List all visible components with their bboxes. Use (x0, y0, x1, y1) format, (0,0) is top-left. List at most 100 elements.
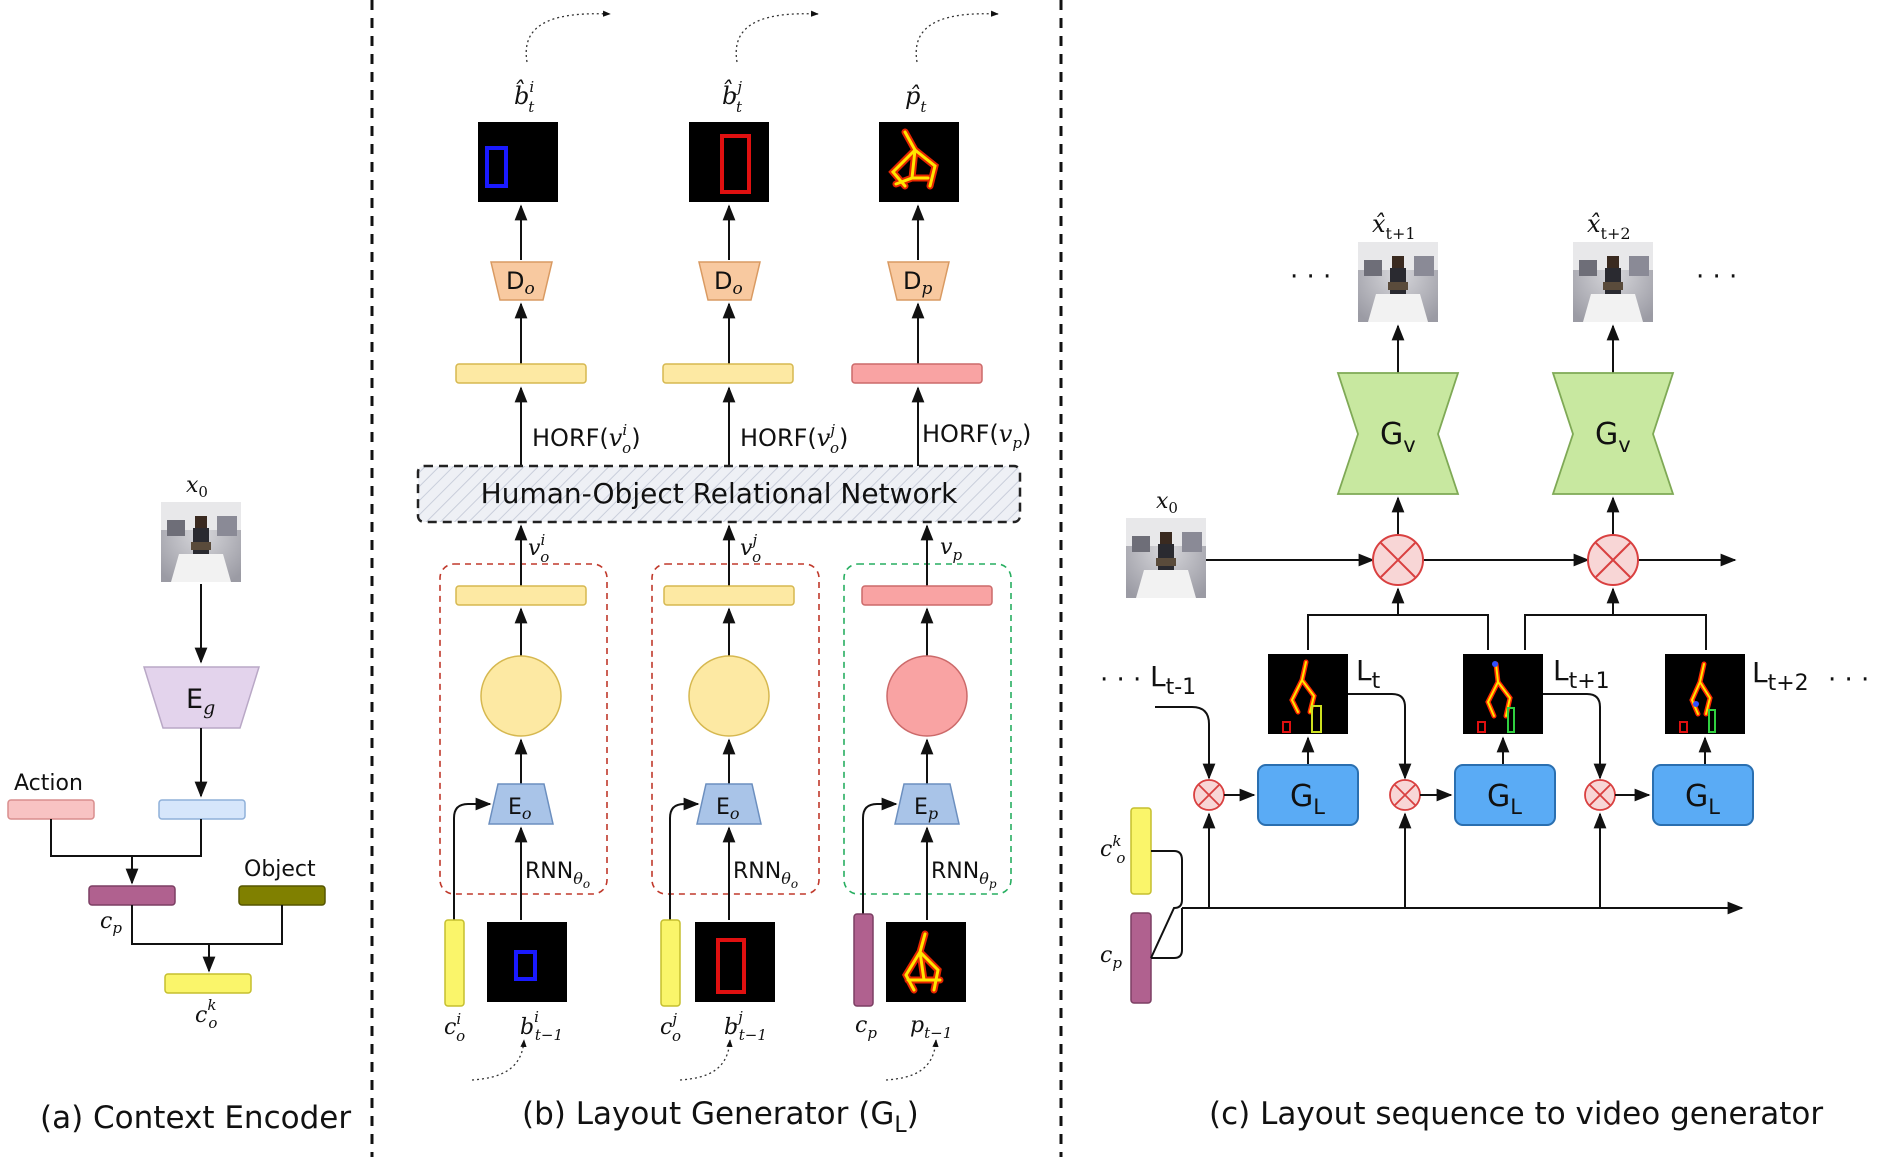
layout-label-lt1: Lt+1 (1553, 654, 1610, 694)
horf-feature-bar-j (662, 363, 794, 384)
caption-a: (a) Context Encoder (40, 1100, 351, 1136)
output-frame-xt1 (1358, 242, 1438, 322)
decoder-label-j: Do (714, 267, 743, 299)
encoder-ep (894, 783, 960, 825)
feature-bar-vp (861, 585, 993, 606)
decoder-do-j (698, 261, 761, 301)
output-frame-xt2 (1573, 242, 1653, 322)
decoder-label-i: Do (506, 267, 535, 299)
feature-bar-voi (455, 585, 587, 606)
layout-generator-gl-1 (1257, 764, 1359, 826)
human-object-relational-network (416, 464, 1022, 524)
global-encoder-eg (142, 666, 261, 729)
layout-label-lt: Lt (1356, 654, 1381, 694)
encoder-eo-i (488, 783, 554, 825)
combine-node-1 (1372, 534, 1424, 586)
action-bar (7, 799, 95, 820)
caption-c: (c) Layout sequence to video generator (1209, 1096, 1823, 1132)
input-frame-x0 (1126, 518, 1206, 598)
ellipsis-right-mid: · · · (1828, 665, 1869, 695)
generator-column-pose: p̂t Dp HORF(vp) (851, 82, 1031, 466)
gv-label-1: Gv (1380, 417, 1416, 457)
combine-node-2 (1587, 534, 1639, 586)
rnn-label-j: RNNθo (733, 859, 798, 891)
lower-column-p: vp Ep RNNθp cp pt−1 (853, 524, 997, 1042)
context-bar-cok (1130, 807, 1152, 895)
decoder-do-i (490, 261, 553, 301)
video-generator-gv-1 (1336, 372, 1460, 495)
global-feature-bar (158, 799, 246, 820)
input-frame-image (161, 502, 241, 582)
prev-label-pt: pt−1 (910, 1013, 952, 1042)
rnn-state-p (886, 655, 968, 737)
cp-label-c: cp (1100, 943, 1122, 972)
layout-frame-lt1 (1463, 654, 1543, 734)
object-bar (238, 885, 326, 906)
output-layout-bi (478, 122, 558, 202)
decoder-label-p: Dp (903, 267, 932, 299)
rnn-label-p: RNNθp (931, 859, 997, 891)
layout-generator-gl-2 (1454, 764, 1556, 826)
rnn-label-i: RNNθo (525, 859, 590, 891)
ctx-label-cp: cp (855, 1013, 877, 1042)
video-generator-panel: x̂t+1 x̂t+2 · · · · · · Gv Gv x0 (1100, 210, 1869, 1132)
small-combine-node-2 (1389, 779, 1421, 811)
encoder-label-p: Ep (914, 795, 938, 823)
output-label-pt: p̂t (905, 82, 927, 116)
context-bar-coi (444, 919, 465, 1007)
cp-label: cp (100, 909, 122, 937)
layout-frame-lt2 (1665, 654, 1745, 734)
video-generator-gv-2 (1551, 372, 1675, 495)
context-bar-coj (660, 919, 681, 1007)
rnn-state-j (688, 655, 770, 737)
cok-bar (164, 973, 252, 994)
encoder-eo-j (696, 783, 762, 825)
input-label-x0: x0 (1156, 489, 1178, 517)
encoder-label-i: Eo (508, 795, 532, 823)
object-label: Object (244, 857, 316, 882)
layout-generator-gl-3 (1652, 764, 1754, 826)
horf-label-p: HORF(vp) (922, 420, 1031, 452)
context-bar-cp-c (1130, 912, 1152, 1004)
caption-b: (b) Layout Generator (GL) (522, 1096, 919, 1138)
ellipsis-right-top: · · · (1696, 262, 1737, 292)
small-combine-node-1 (1193, 779, 1225, 811)
input-image-label: x0 (186, 473, 208, 501)
layout-label-lt-1: Lt-1 (1150, 660, 1196, 700)
small-combine-node-3 (1584, 779, 1616, 811)
output-label-xt1: x̂t+1 (1372, 210, 1416, 243)
horf-feature-bar-p (851, 363, 983, 384)
action-label: Action (14, 771, 83, 796)
rnn-group-j (651, 563, 820, 895)
output-layout-pt (879, 122, 959, 202)
cp-bar (88, 885, 176, 906)
gl-label-2: GL (1487, 779, 1522, 819)
rnn-state-i (480, 655, 562, 737)
output-label-xt2: x̂t+2 (1587, 210, 1631, 243)
decoder-dp (887, 261, 950, 301)
ellipsis-left-top: · · · (1290, 262, 1331, 292)
hor-network-label: Human-Object Relational Network (481, 477, 958, 510)
rnn-group-i (439, 563, 608, 895)
context-bar-cp (853, 913, 874, 1007)
eg-label: Eg (186, 684, 215, 719)
encoder-label-j: Eo (716, 795, 740, 823)
